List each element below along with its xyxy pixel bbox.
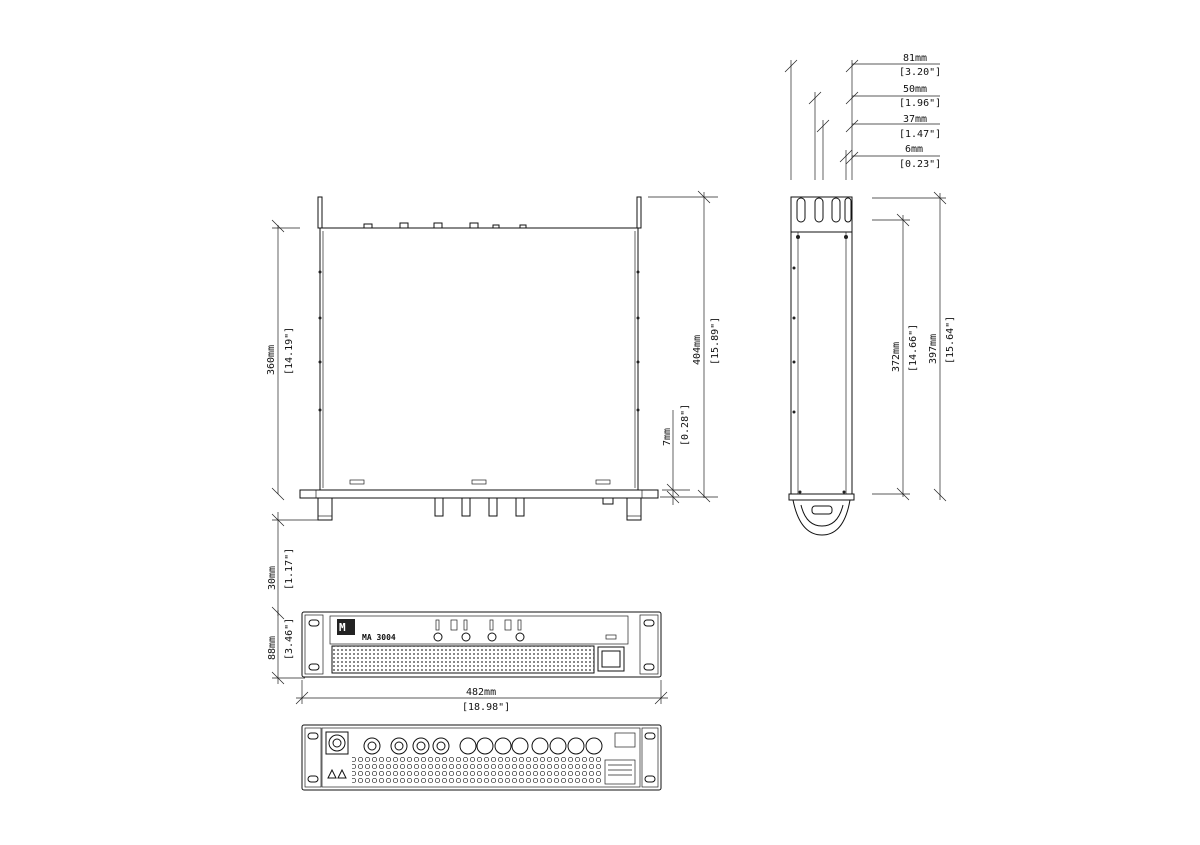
dimension-88mm: 88mm [3.46"] bbox=[267, 610, 305, 685]
dimension-360mm: 360mm [14.19"] bbox=[266, 219, 300, 501]
dim-37in-label: [1.47"] bbox=[899, 129, 941, 140]
dim-360in-label: [14.19"] bbox=[284, 327, 295, 375]
dimension-404mm: 404mm [15.89"] bbox=[648, 190, 721, 503]
top-dimensions: 81mm [3.20"] 50mm [1.96"] 37mm [1.47"] 6… bbox=[784, 53, 941, 180]
dim-397mm-label: 397mm bbox=[928, 334, 939, 364]
dim-482in-label: [18.98"] bbox=[462, 702, 510, 713]
dim-482mm-label: 482mm bbox=[466, 687, 496, 698]
dim-397in-label: [15.64"] bbox=[945, 316, 956, 364]
dim-7in-label: [0.28"] bbox=[680, 404, 691, 446]
dim-6in-label: [0.23"] bbox=[899, 159, 941, 170]
dim-404in-label: [15.89"] bbox=[710, 317, 721, 365]
dimension-397mm: 397mm [15.64"] bbox=[872, 191, 956, 502]
dimension-30mm: 30mm [1.17"] bbox=[267, 512, 318, 620]
dim-50in-label: [1.96"] bbox=[899, 98, 941, 109]
dim-30mm-label: 30mm bbox=[267, 566, 278, 590]
dim-81mm-label: 81mm bbox=[903, 53, 927, 64]
dim-372in-label: [14.66"] bbox=[908, 324, 919, 372]
rear-view bbox=[301, 724, 662, 791]
brand-logo-mark: M bbox=[339, 621, 346, 634]
dimension-372mm: 372mm [14.66"] bbox=[872, 213, 919, 501]
dim-50mm-label: 50mm bbox=[903, 84, 927, 95]
dim-37mm-label: 37mm bbox=[903, 114, 927, 125]
dim-88in-label: [3.46"] bbox=[284, 618, 295, 660]
front-view: M MA 3004 bbox=[301, 611, 662, 678]
front-grille bbox=[331, 645, 595, 674]
dim-404mm-label: 404mm bbox=[692, 335, 703, 365]
top-view bbox=[299, 196, 659, 521]
dim-360mm-label: 360mm bbox=[266, 345, 277, 375]
side-view bbox=[788, 196, 855, 536]
dim-81in-label: [3.20"] bbox=[899, 67, 941, 78]
dimension-482mm: 482mm [18.98"] bbox=[295, 680, 668, 713]
brand-logo bbox=[337, 619, 355, 635]
dim-6mm-label: 6mm bbox=[905, 144, 923, 155]
dimension-7mm: 7mm [0.28"] bbox=[662, 404, 691, 505]
dim-30in-label: [1.17"] bbox=[284, 548, 295, 590]
dim-372mm-label: 372mm bbox=[891, 342, 902, 372]
dim-7mm-label: 7mm bbox=[662, 428, 673, 446]
dim-88mm-label: 88mm bbox=[267, 636, 278, 660]
model-label: MA 3004 bbox=[362, 633, 396, 642]
rear-vent bbox=[352, 757, 602, 785]
